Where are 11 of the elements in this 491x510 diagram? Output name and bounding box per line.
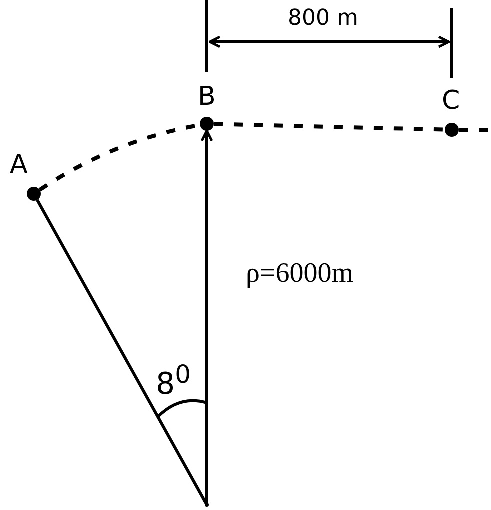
angle-label: 8$^{0}$ (156, 360, 191, 402)
point-label: C (442, 88, 460, 114)
arrow (200, 130, 214, 503)
vertex-point (205, 503, 209, 507)
point-label: A (10, 152, 28, 178)
dimension-label: 800 m (288, 6, 358, 31)
connector-line (214, 122, 446, 132)
connector-line (36, 199, 208, 504)
radius-label: ρ=6000m (246, 258, 354, 290)
connector-line (459, 128, 491, 132)
point-label: B (198, 84, 216, 110)
